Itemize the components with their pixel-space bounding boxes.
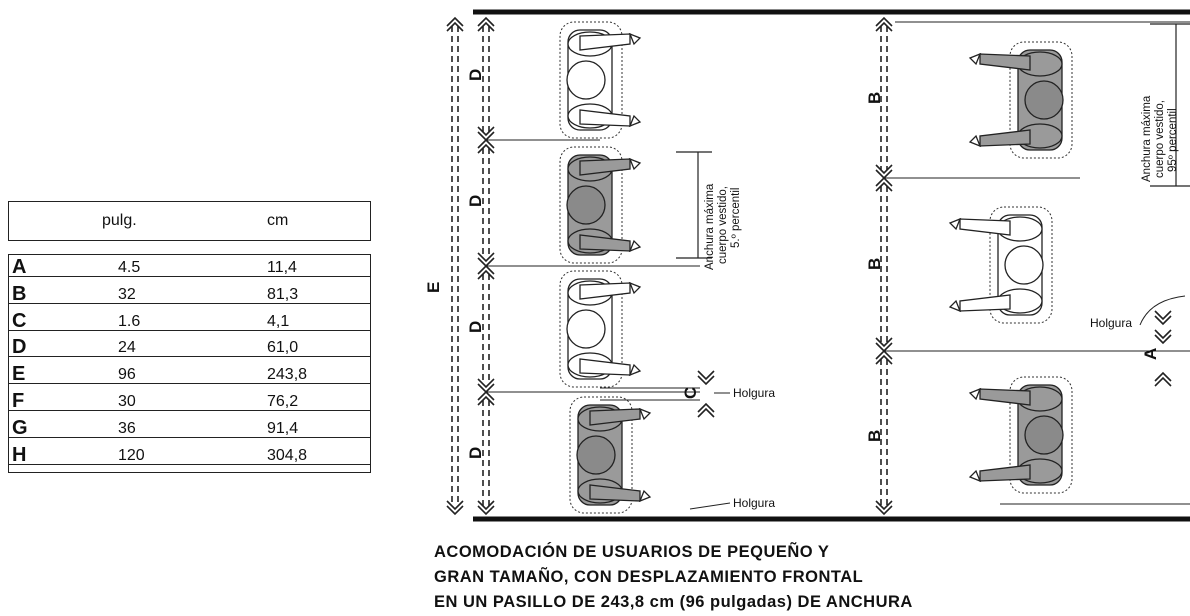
- large-width-label-3: 95º percentil: [1167, 108, 1179, 172]
- row-pulg-value: 30: [118, 393, 136, 410]
- row-pulg-value: 1.6: [118, 312, 141, 330]
- dim-c-label: C: [681, 387, 700, 399]
- table-row: G 36 91,4: [9, 418, 370, 438]
- dim-d-label-1: D: [466, 69, 485, 81]
- diagram-caption: ACOMODACIÓN DE USUARIOS DE PEQUEÑO Y GRA…: [434, 540, 913, 615]
- dim-d-label-4: D: [466, 447, 485, 459]
- row-letter: F: [12, 390, 25, 412]
- clearance-label-bottom: Holgura: [733, 496, 775, 510]
- dim-b-label-3: B: [865, 430, 884, 442]
- table-row: A 4.5 11,4: [9, 257, 370, 277]
- row-pulg-value: 4.5: [118, 259, 141, 276]
- column-header-pulg: pulg.: [102, 212, 137, 229]
- row-pulg-value: 24: [118, 339, 136, 357]
- person-small-1: [559, 21, 642, 139]
- row-cm-value: 61,0: [267, 339, 299, 357]
- row-pulg-value: 32: [118, 285, 136, 303]
- person-small-4: [569, 396, 652, 514]
- row-letter: E: [12, 363, 26, 386]
- small-width-label-3: 5.º percentil: [730, 188, 742, 248]
- table-header: pulg. cm: [8, 201, 371, 241]
- table-row: B 32 81,3: [9, 284, 370, 304]
- dim-d-label-2: D: [466, 195, 485, 207]
- row-cm-value: 304,8: [267, 446, 308, 464]
- row-pulg-value: 96: [118, 366, 136, 384]
- person-small-2: [559, 146, 642, 264]
- person-large-2: [948, 206, 1053, 324]
- dim-b-label-2: B: [865, 258, 884, 270]
- row-letter: C: [12, 309, 27, 332]
- table-row: H 120 304,8: [9, 445, 370, 465]
- caption-line-3: EN UN PASILLO DE 243,8 cm (96 pulgadas) …: [434, 593, 913, 611]
- large-width-label-2: cuerpo vestido,: [1154, 100, 1166, 178]
- table-row: F 30 76,2: [9, 391, 370, 411]
- row-cm-value: 81,3: [267, 285, 299, 303]
- clearance-label-a: Holgura: [1090, 316, 1132, 330]
- table-row: E 96 243,8: [9, 363, 370, 386]
- row-pulg-value: 36: [118, 419, 136, 437]
- small-width-label-1: Anchura máxima: [704, 183, 716, 270]
- person-large-1: [968, 41, 1073, 159]
- table-row: D 24 61,0: [9, 336, 370, 359]
- row-letter: B: [12, 282, 27, 305]
- row-cm-value: 76,2: [267, 393, 299, 410]
- person-small-3: [559, 270, 642, 388]
- row-cm-value: 4,1: [267, 312, 290, 330]
- row-cm-value: 11,4: [267, 259, 297, 276]
- row-letter: D: [12, 336, 27, 359]
- row-cm-value: 91,4: [267, 419, 299, 437]
- row-letter: H: [12, 443, 27, 466]
- column-header-cm: cm: [267, 212, 289, 229]
- dim-b-label-1: B: [865, 92, 884, 104]
- row-cm-value: 243,8: [267, 366, 308, 384]
- clearance-label-c: Holgura: [733, 386, 775, 400]
- dim-a-label: A: [1141, 348, 1160, 360]
- dim-d-label-3: D: [466, 321, 485, 333]
- small-width-label-2: cuerpo vestido,: [717, 186, 729, 264]
- dim-e-label: E: [424, 282, 443, 293]
- row-pulg-value: 120: [118, 446, 145, 464]
- row-letter: G: [12, 416, 28, 439]
- row-letter: A: [12, 256, 27, 278]
- table-row: C 1.6 4,1: [9, 311, 370, 331]
- caption-line-1: ACOMODACIÓN DE USUARIOS DE PEQUEÑO Y: [434, 543, 830, 561]
- large-width-label-1: Anchura máxima: [1141, 95, 1153, 182]
- person-large-3: [968, 376, 1073, 494]
- caption-line-2: GRAN TAMAÑO, CON DESPLAZAMIENTO FRONTAL: [434, 568, 864, 586]
